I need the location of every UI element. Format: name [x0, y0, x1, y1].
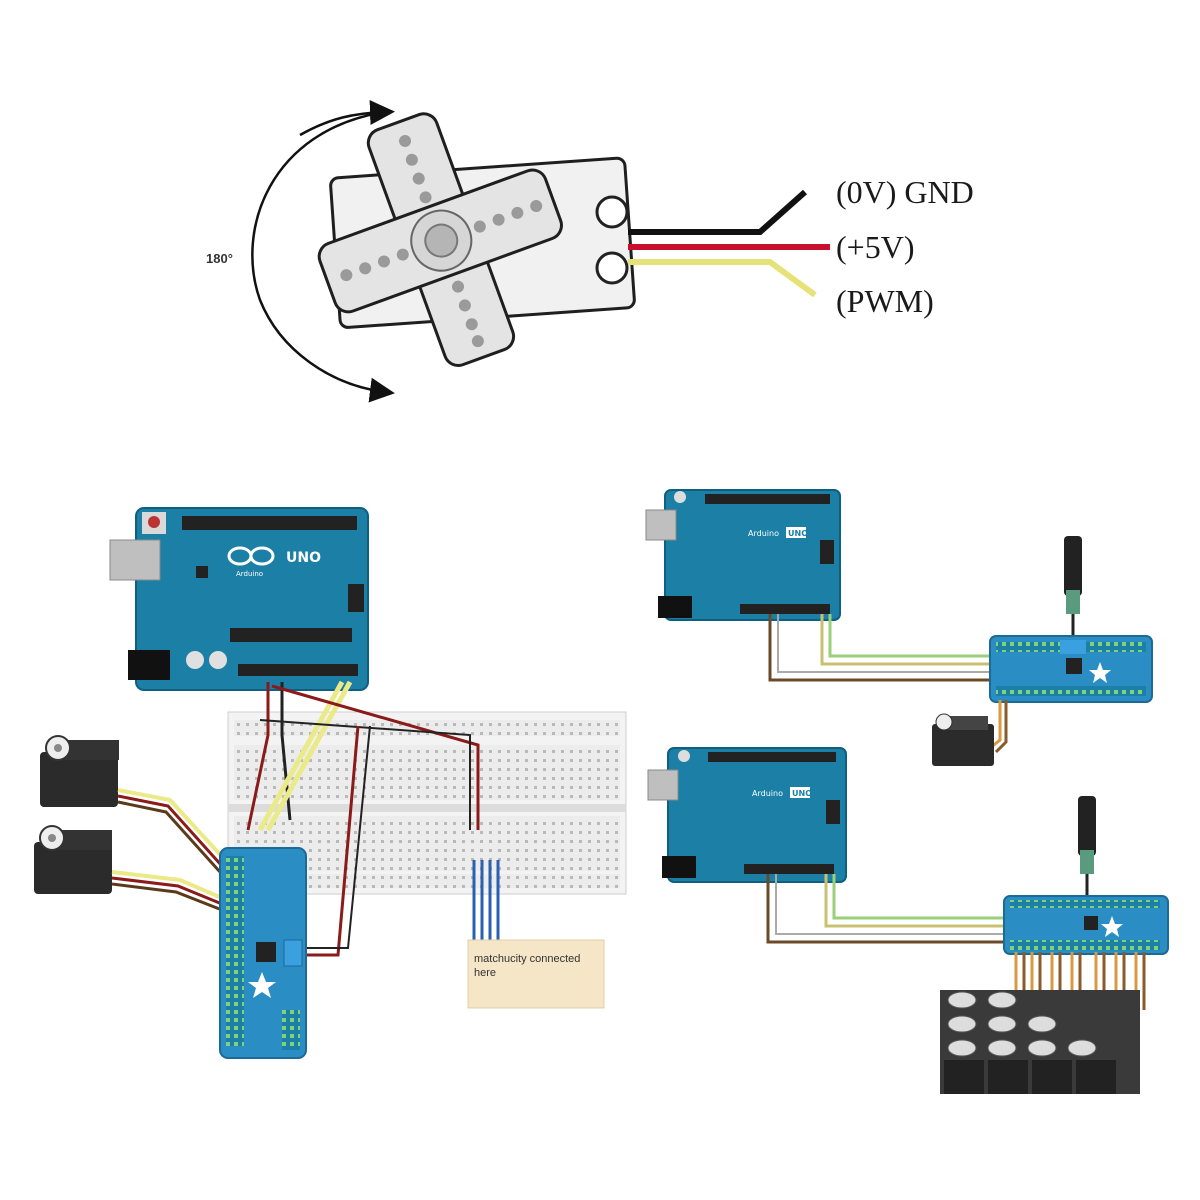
servo-1	[40, 735, 119, 807]
wire-gnd	[628, 189, 807, 235]
small-board-badge-1: UNO	[788, 529, 808, 538]
arduino-small-board-2: Arduino UNO	[647, 747, 847, 883]
pwm-driver-board-1	[989, 635, 1153, 703]
servo-diagram: 180° (0V) GND (+5V) (PWM)	[206, 100, 974, 403]
note-box: matchucity connected here	[467, 939, 605, 1009]
power-plug-2	[1078, 796, 1096, 856]
right-top-wiring: Arduino UNO	[645, 489, 1153, 766]
servo-horn	[317, 112, 563, 367]
wire-red-long	[271, 684, 480, 830]
wire-label-5v: (+5V)	[836, 229, 914, 265]
note-line-2: here	[474, 967, 496, 979]
small-board-label-1: Arduino	[748, 529, 779, 538]
wire-red	[246, 682, 270, 831]
wire-pwm	[628, 259, 817, 298]
arduino-small-board-1: Arduino UNO	[645, 489, 841, 621]
note-line-1: matchucity connected	[474, 953, 580, 965]
servo-1-cable	[117, 788, 227, 862]
wire-black-driver	[300, 725, 371, 949]
rotation-arc	[251, 110, 395, 403]
right-bottom-wiring: Arduino UNO	[647, 747, 1169, 1094]
pwm-driver-board-2	[1003, 895, 1169, 955]
servo-2	[34, 825, 112, 894]
left-wiring: UNO Arduino matchucity connected here	[34, 507, 627, 1059]
servo-array	[940, 990, 1140, 1094]
small-board-badge-2: UNO	[792, 789, 812, 798]
wire-red-driver	[300, 725, 360, 957]
wire-black-long	[259, 719, 471, 830]
arduino-logo	[227, 546, 275, 566]
power-plug-1	[1064, 536, 1082, 596]
small-board-label-2: Arduino	[752, 789, 783, 798]
uno-brand-text: Arduino	[236, 570, 263, 578]
pwm-driver-board	[219, 847, 307, 1059]
mount-hole	[595, 195, 629, 229]
wire-label-gnd: (0V) GND	[836, 174, 974, 210]
wire-yellow-1	[257, 680, 345, 832]
mount-hole	[595, 251, 629, 285]
arduino-uno-board: UNO Arduino	[109, 507, 369, 691]
wire-label-pwm: (PWM)	[836, 283, 934, 319]
servo-3	[932, 713, 994, 766]
rotation-label: 180°	[206, 251, 233, 266]
uno-logo-text: UNO	[286, 550, 321, 566]
wire-yellow-2	[265, 680, 353, 832]
servo-2-cable	[111, 870, 223, 900]
